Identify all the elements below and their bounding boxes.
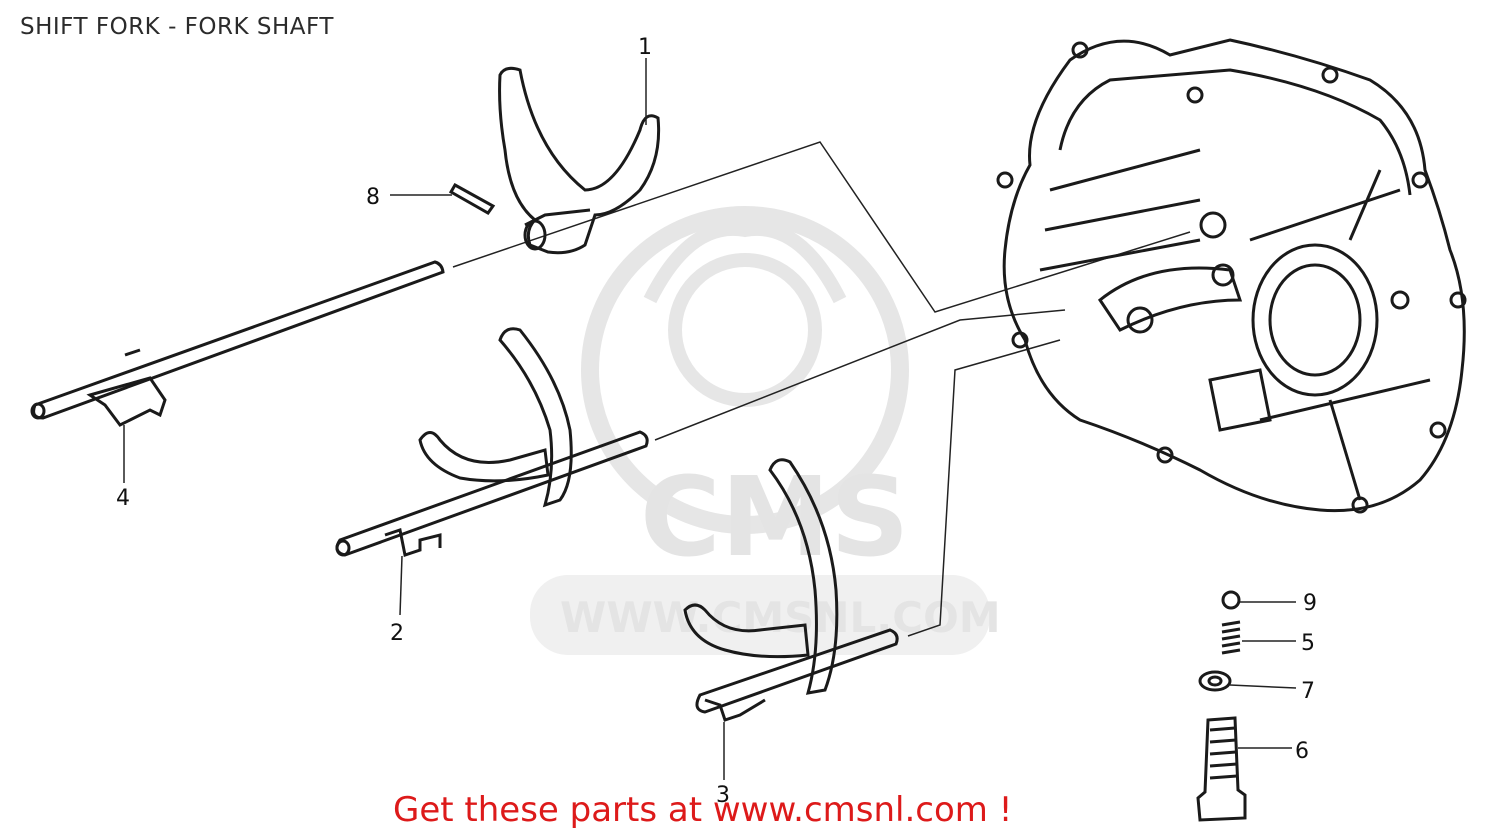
spring-part-5 [1221,620,1241,655]
callout-5: 5 [1301,631,1315,656]
transmission-case [996,38,1467,514]
bolt-part-6 [1196,716,1247,822]
shift-fork-part-1 [498,66,661,255]
shift-fork-part-2 [335,327,649,557]
footer-link-text[interactable]: Get these parts at www.cmsnl.com ! [393,790,1013,830]
callout-1: 1 [638,35,652,60]
callout-9: 9 [1303,591,1317,616]
ball-part-9 [1221,590,1241,610]
watermark-logo-text: CMS [640,453,909,581]
washer-part-7 [1198,670,1232,692]
leader-lines [123,58,1297,780]
callout-2: 2 [390,621,404,646]
pin-part-8 [448,182,496,215]
page-title: SHIFT FORK - FORK SHAFT [20,14,334,40]
callout-8: 8 [366,185,380,210]
shift-fork-part-3 [683,458,899,722]
callout-6: 6 [1295,739,1309,764]
assembly-lines [452,141,1191,637]
callout-4: 4 [116,486,130,511]
detent-small-parts [1196,590,1247,822]
callout-numbers: 1 2 3 4 5 6 7 8 9 [116,35,1317,808]
fork-shaft-part-4 [30,260,445,427]
callout-3: 3 [716,783,730,808]
callout-7: 7 [1301,679,1315,704]
cms-watermark: CMS WWW.CMSNL.COM [530,206,1001,655]
watermark-url-text: WWW.CMSNL.COM [560,593,1001,642]
